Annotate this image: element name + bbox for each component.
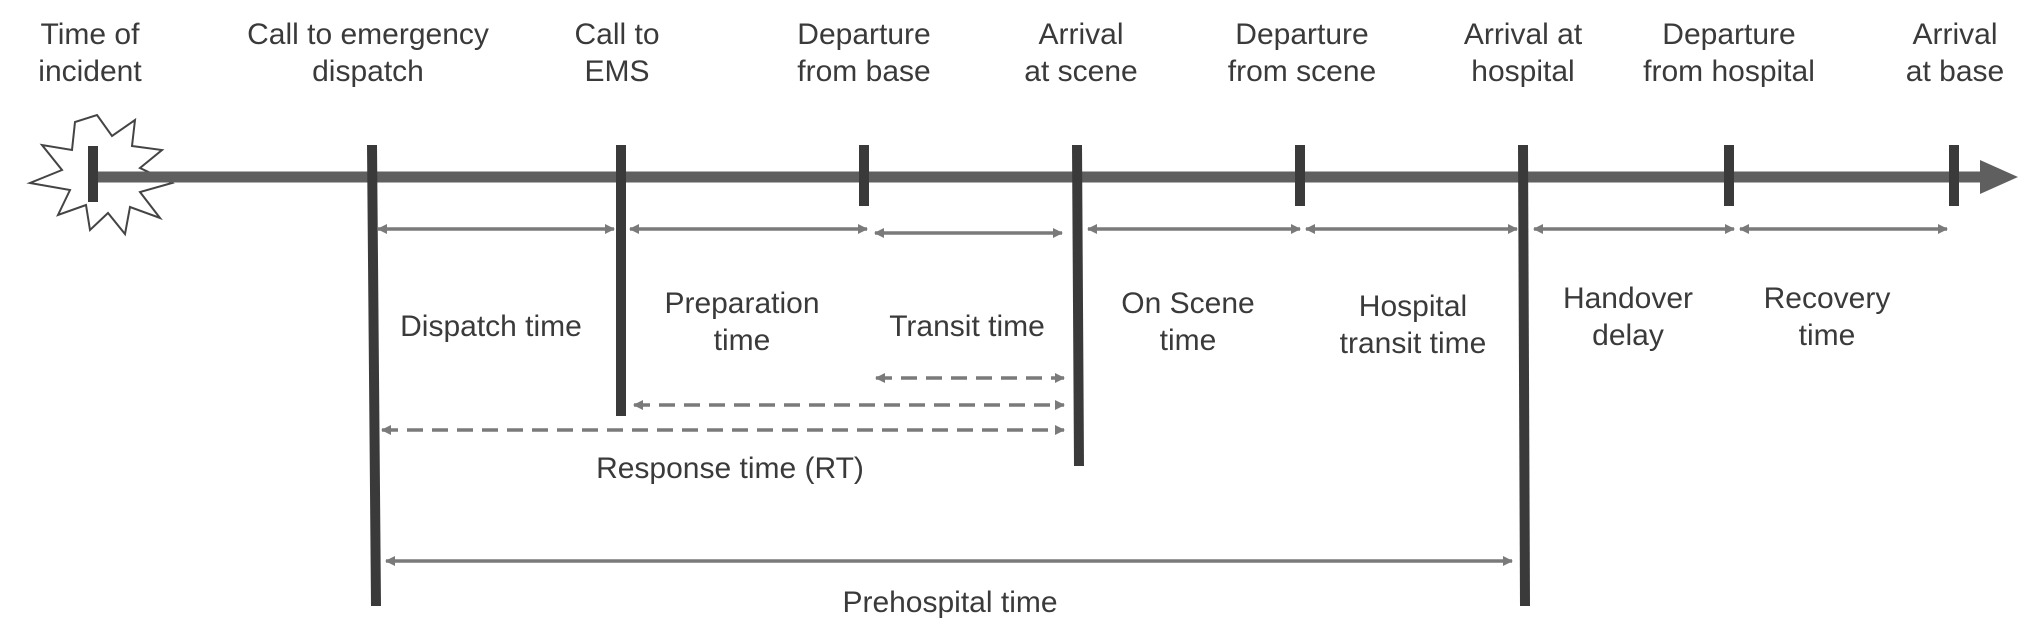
interval-label-dispatch: Dispatch time (400, 310, 582, 343)
marker-call-dispatch (367, 144, 381, 607)
span-label-prehospital-time: Prehospital time (842, 586, 1057, 619)
marker-arrival-hospital (1518, 144, 1530, 607)
timeline-axis-arrowhead (1980, 160, 2018, 194)
marker-arrival-scene (1072, 144, 1084, 467)
span-label-response-time: Response time (RT) (596, 452, 864, 485)
interval-label-transit: Transit time (889, 310, 1045, 343)
